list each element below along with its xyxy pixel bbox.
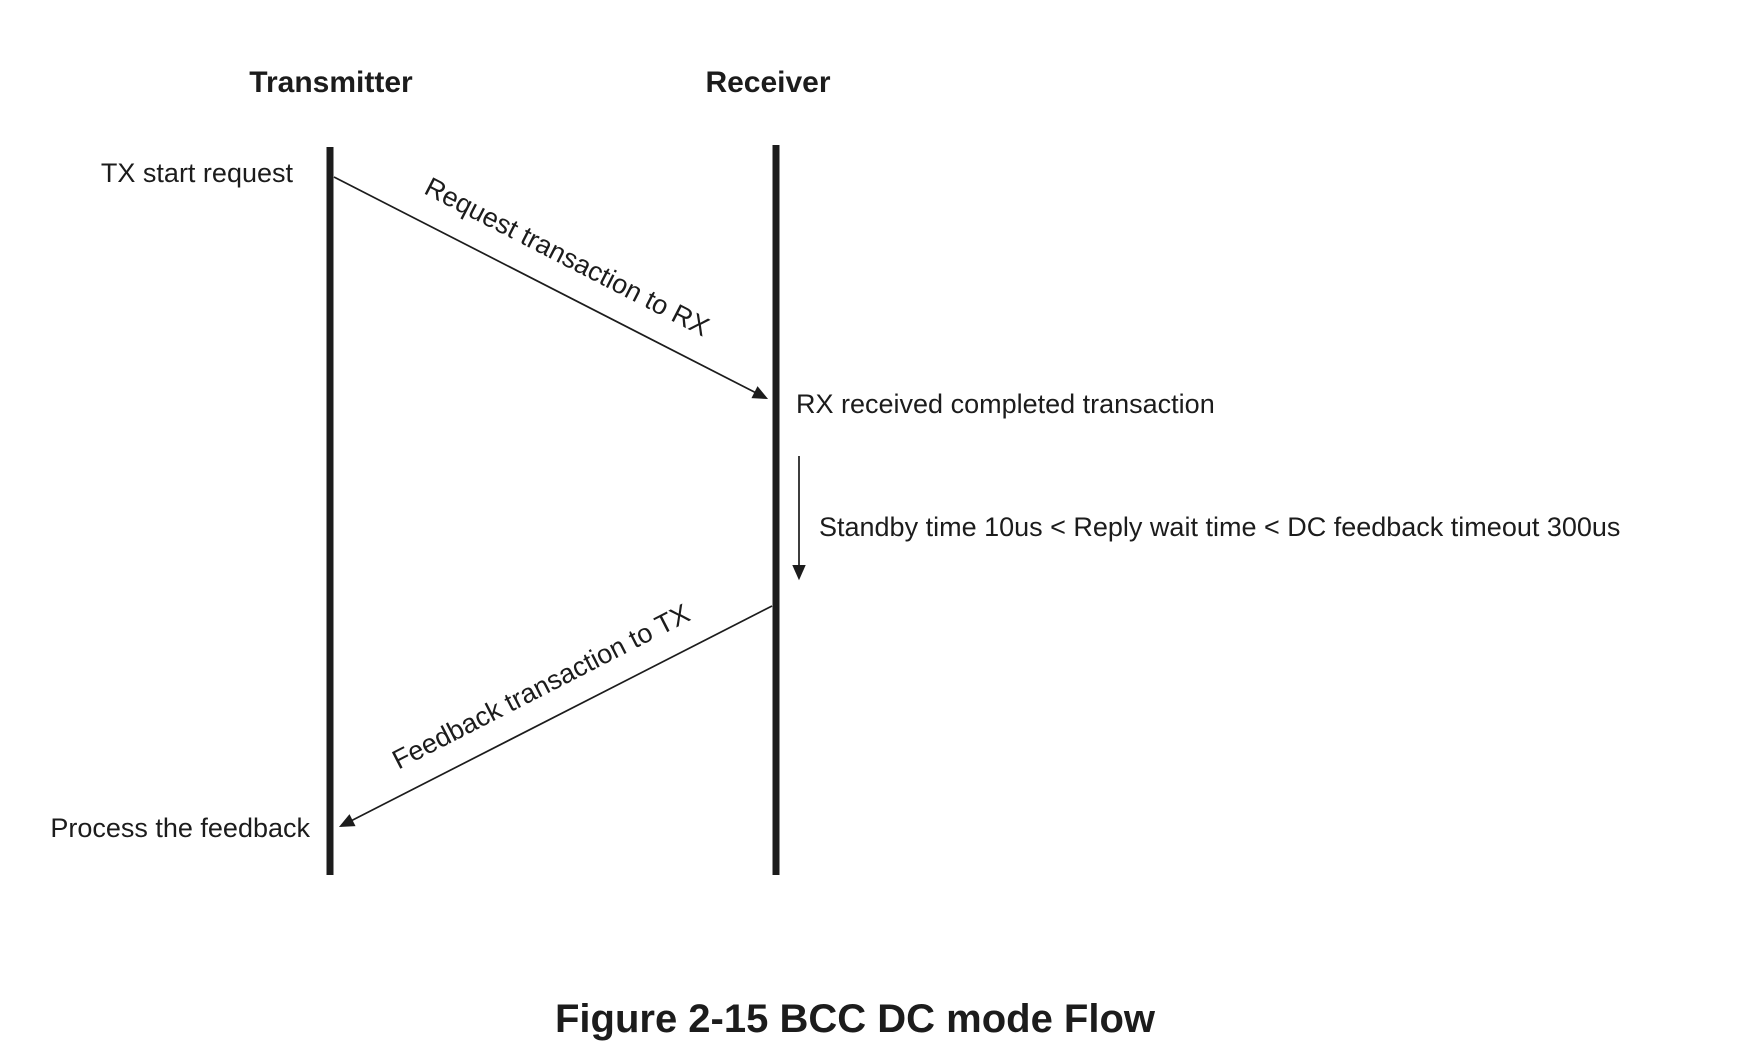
rx-received-label: RX received completed transaction [796,389,1215,419]
receiver-header: Receiver [705,66,830,99]
process-feedback-label: Process the feedback [50,813,310,843]
feedback-arrow [338,605,773,828]
standby-time-label: Standby time 10us < Reply wait time < DC… [819,512,1620,542]
transmitter-header: Transmitter [249,66,413,99]
feedback-message-label: Feedback transaction to TX [387,598,694,775]
request-message-label: Request transaction to RX [420,171,714,342]
figure-caption: Figure 2-15 BCC DC mode Flow [555,997,1156,1041]
request-arrow [333,176,769,400]
tx-start-request-label: TX start request [101,158,294,188]
